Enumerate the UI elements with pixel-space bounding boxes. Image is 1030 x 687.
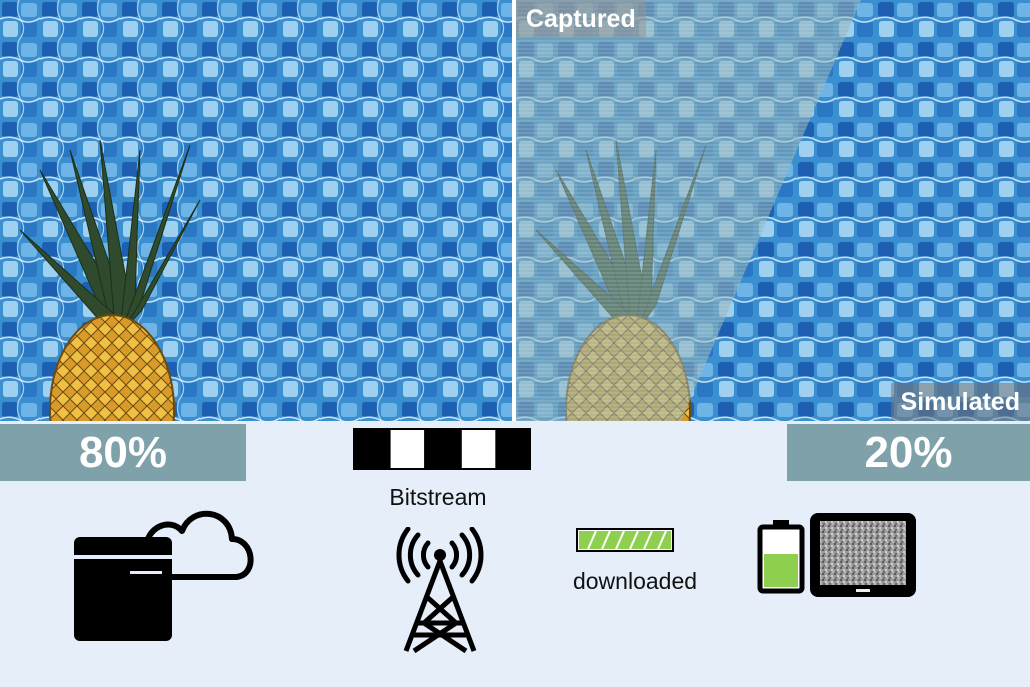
- original-image-panel: [0, 0, 512, 421]
- captured-label: Captured: [516, 0, 646, 38]
- tablet-icon: [810, 513, 916, 597]
- bit-cell: [459, 428, 498, 470]
- server-cloud-group: [74, 510, 254, 641]
- bit-cell: [495, 428, 531, 470]
- server-percentage-bar: 80%: [0, 424, 246, 481]
- panel-divider: [512, 0, 516, 421]
- simulated-label: Simulated: [890, 383, 1030, 421]
- pineapple-pool-image: [0, 0, 512, 421]
- server-icon: [74, 537, 172, 641]
- bit-cell: [353, 428, 391, 470]
- downloaded-caption: downloaded: [572, 568, 698, 594]
- bit-cell: [388, 428, 427, 470]
- battery-icon: [757, 520, 805, 594]
- antenna-tower-icon: [396, 527, 484, 654]
- captured-simulated-image: [516, 0, 1030, 421]
- progress-bar-icon: [576, 528, 674, 552]
- captured-simulated-panel: Captured Simulated: [516, 0, 1030, 421]
- bitstream-icon: [353, 428, 531, 470]
- device-percentage-bar: 20%: [787, 424, 1030, 481]
- bit-cell: [424, 428, 462, 470]
- bitstream-caption: Bitstream: [389, 484, 487, 510]
